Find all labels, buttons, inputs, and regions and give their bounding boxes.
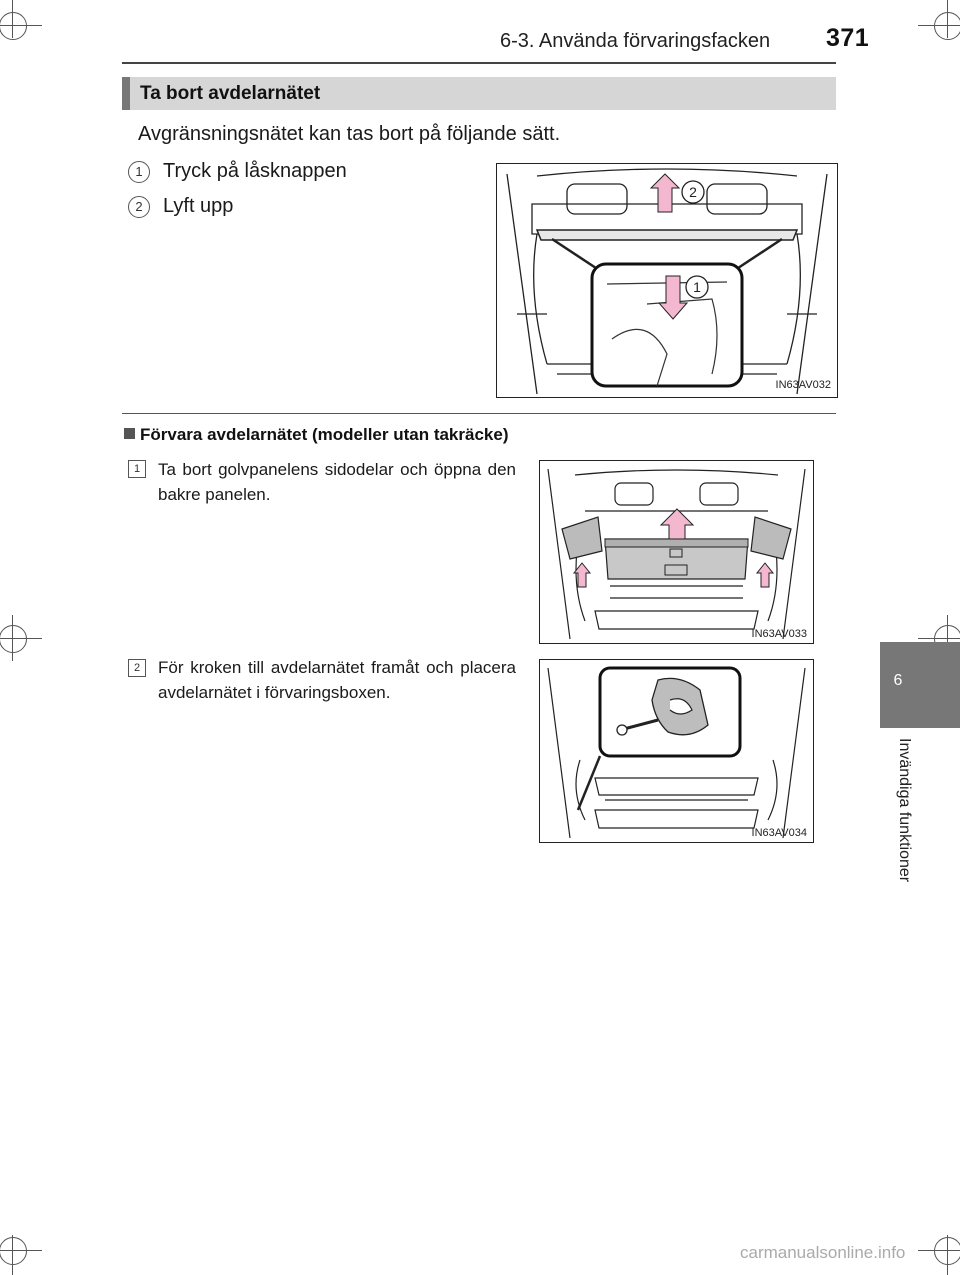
substep-text-2: För kroken till avdelarnätet framåt och … (158, 658, 516, 702)
cargo-area-illustration-3 (547, 666, 806, 839)
substep-number-2: 2 (128, 659, 146, 677)
chapter-number: 6 (893, 672, 903, 689)
square-bullet-icon (124, 428, 135, 439)
section-heading-bar: Ta bort avdelarnätet (122, 77, 836, 110)
header-section-title: 6-3. Använda förvaringsfacken (500, 30, 771, 52)
figure-code-1: IN63AV032 (775, 379, 831, 391)
section-title: Ta bort avdelarnätet (140, 83, 321, 104)
header-rule (122, 62, 836, 64)
cargo-area-illustration-2 (547, 468, 806, 640)
section-heading-accent (122, 77, 130, 110)
substep-number-1: 1 (128, 460, 146, 478)
page-number: 371 (826, 24, 870, 52)
step-text-2: Lyft upp (163, 195, 234, 217)
figure-remove-floor-panels: IN63AV033 (539, 460, 814, 644)
subsection-title: Förvara avdelarnätet (modeller utan takr… (140, 425, 509, 444)
figure-1-callout-2: 2 (689, 184, 697, 200)
figure-code-3: IN63AV034 (751, 827, 807, 839)
step-number-2: 2 (128, 196, 150, 218)
figure-store-divider-net: IN63AV034 (539, 659, 814, 843)
figure-1-callout-1: 1 (693, 279, 701, 295)
substep-text-1: Ta bort golvpanelens sidodelar och öppna… (158, 460, 516, 504)
chapter-label: Invändiga funktioner (896, 738, 913, 883)
chapter-tab: 6 (880, 642, 960, 728)
step-text-1: Tryck på låsknappen (163, 160, 347, 182)
section-intro: Avgränsningsnätet kan tas bort på följan… (138, 123, 561, 145)
watermark: carmanualsonline.info (740, 1243, 906, 1262)
subsection-heading: Förvara avdelarnätet (modeller utan takr… (124, 425, 508, 445)
figure-code-2: IN63AV033 (751, 628, 807, 640)
section-divider (122, 413, 836, 414)
cargo-area-illustration-1: 2 1 (506, 168, 828, 395)
step-number-1: 1 (128, 161, 150, 183)
figure-remove-divider-net: 2 1 IN63AV032 (496, 163, 838, 398)
